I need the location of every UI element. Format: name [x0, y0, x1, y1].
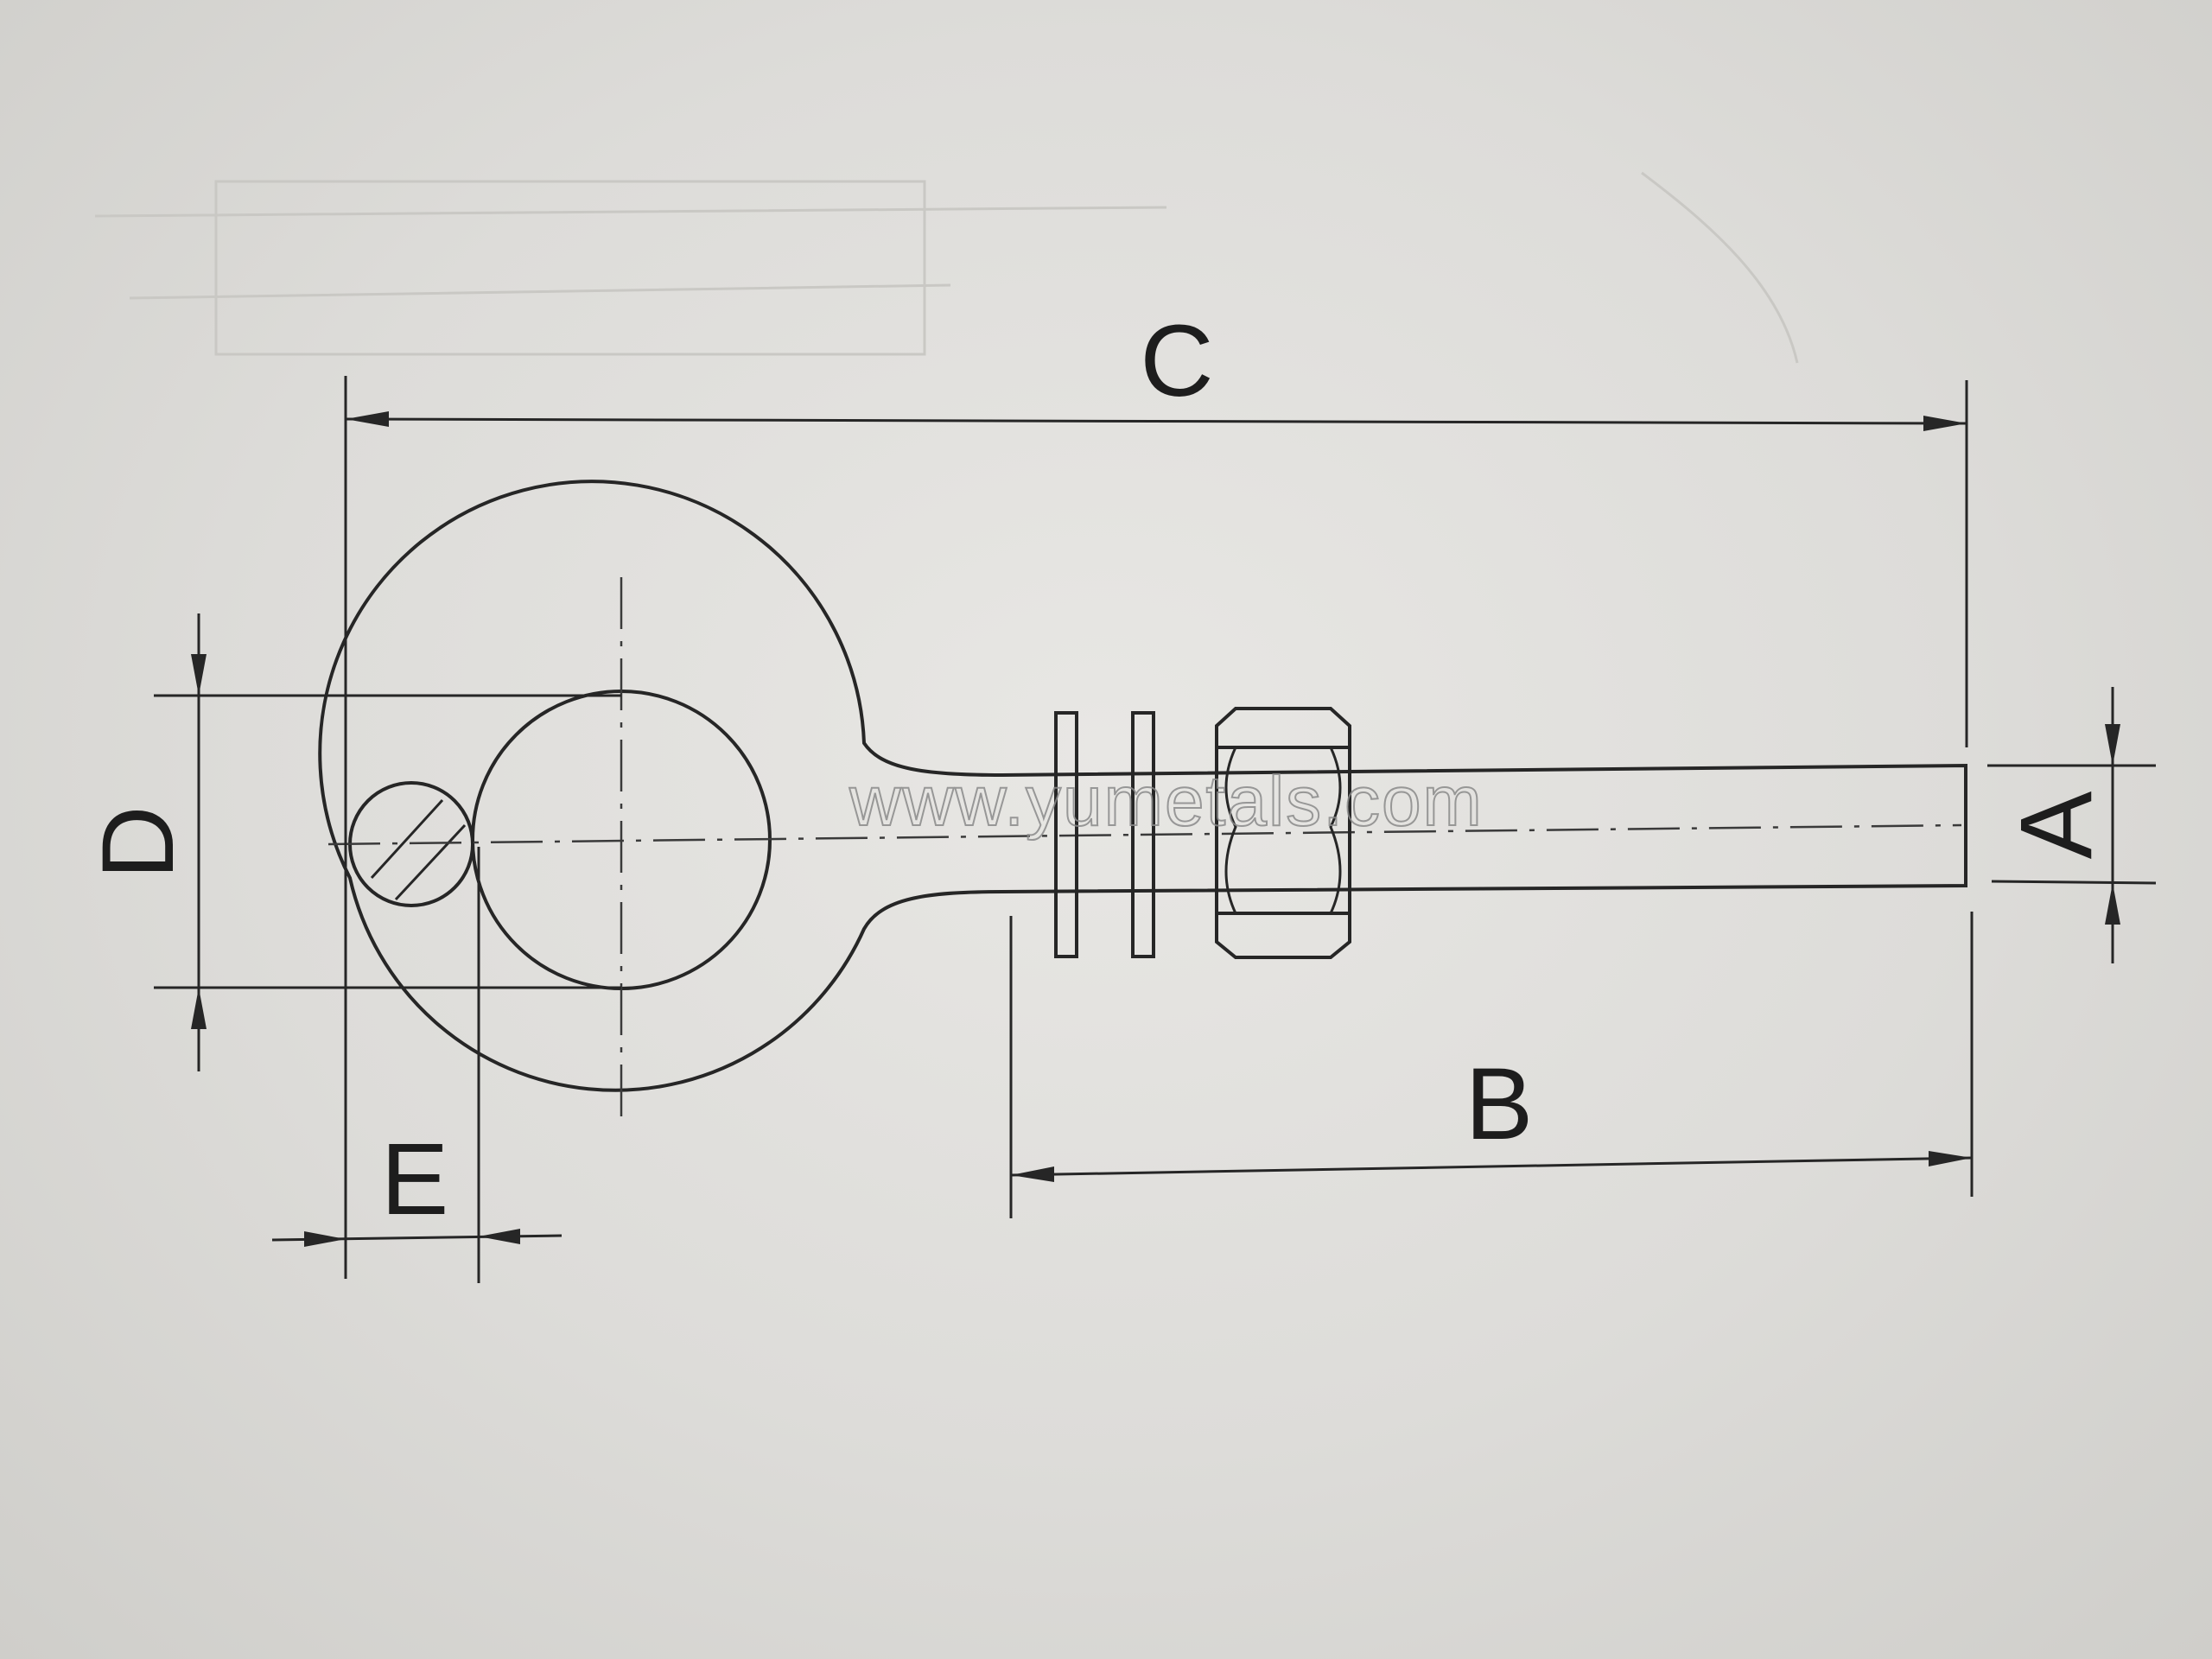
arrowhead	[479, 1229, 520, 1244]
label-e: E	[381, 1122, 449, 1236]
arrowhead	[1923, 416, 1967, 431]
watermark-text: www.yumetals.com	[849, 762, 1484, 841]
arrowhead	[191, 988, 207, 1029]
eye-outline	[318, 480, 1967, 1092]
axis-centerline	[327, 823, 1962, 846]
label-b: B	[1465, 1047, 1534, 1161]
arrowhead	[2105, 883, 2120, 925]
dimension-a: A	[1987, 687, 2157, 963]
dimension-line-c	[345, 417, 1967, 425]
show-through-lines	[94, 171, 1799, 364]
hex-nut	[1215, 707, 1351, 959]
arrowhead	[346, 411, 389, 427]
washer-2	[1131, 711, 1155, 958]
arrowhead	[304, 1231, 346, 1247]
arrowhead	[191, 654, 207, 696]
dimension-e: E	[271, 847, 563, 1283]
paper-show-through	[94, 171, 1799, 364]
dimension-d: D	[81, 613, 621, 1071]
dimension-line-b	[1010, 1156, 1973, 1177]
washer-1	[1054, 711, 1078, 958]
hatch-line	[394, 823, 467, 901]
arrowhead	[1011, 1166, 1054, 1182]
dimension-c: C	[344, 304, 1968, 1279]
arrowhead	[2105, 724, 2120, 766]
hatch-line	[370, 798, 444, 880]
extension-line	[1991, 880, 2157, 885]
show-through-box	[214, 180, 926, 356]
label-a: A	[1999, 791, 2113, 859]
arrowhead	[1929, 1151, 1972, 1166]
dimension-b: B	[1009, 912, 1974, 1218]
label-d: D	[81, 805, 195, 879]
label-c: C	[1140, 304, 1213, 418]
